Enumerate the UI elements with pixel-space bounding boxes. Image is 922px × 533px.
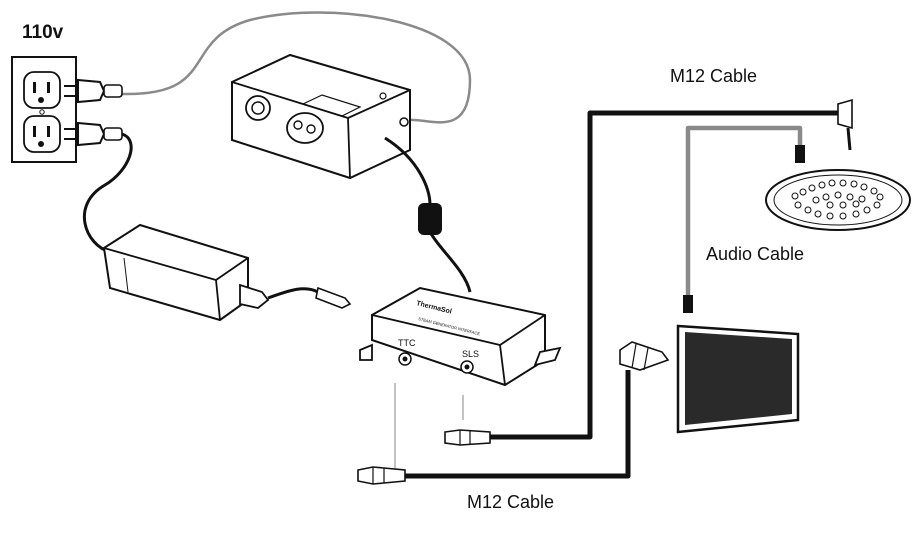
ceiling-speaker bbox=[765, 169, 911, 231]
ferrite-choke bbox=[418, 203, 442, 235]
audio-cable-label: Audio Cable bbox=[706, 244, 805, 264]
port-label-ttc: TTC bbox=[398, 338, 416, 348]
generator-interface-cable bbox=[384, 136, 472, 293]
voltage-label: 110v bbox=[22, 22, 64, 43]
power-supply-brick bbox=[102, 223, 352, 322]
m12-cable-label-top: M12 Cable bbox=[670, 66, 758, 86]
m12-connector-ttc bbox=[357, 466, 406, 485]
m12-connector-display bbox=[619, 341, 670, 371]
audio-plug-ceiling bbox=[795, 145, 805, 163]
power-supply-cord bbox=[83, 132, 133, 254]
audio-cable bbox=[685, 125, 803, 298]
power-plug-bottom bbox=[64, 121, 123, 147]
power-plug-top bbox=[64, 78, 123, 104]
m12-cable-bottom bbox=[405, 370, 631, 479]
touch-display bbox=[676, 324, 800, 434]
port-label-sls: SLS bbox=[462, 349, 479, 359]
m12-connector-sls bbox=[444, 429, 491, 446]
m12-cable-label-bottom: M12 Cable bbox=[467, 492, 555, 512]
interface-box: ThermaSol STEAM GENERATOR INTERFACE TTC … bbox=[359, 286, 562, 387]
m12-cable-top bbox=[490, 110, 842, 440]
steam-generator bbox=[231, 53, 411, 180]
audio-plug-display bbox=[683, 295, 693, 313]
m12-connector-ceiling bbox=[837, 98, 853, 151]
power-cord-generator bbox=[121, 11, 472, 124]
wall-outlet bbox=[11, 56, 77, 163]
